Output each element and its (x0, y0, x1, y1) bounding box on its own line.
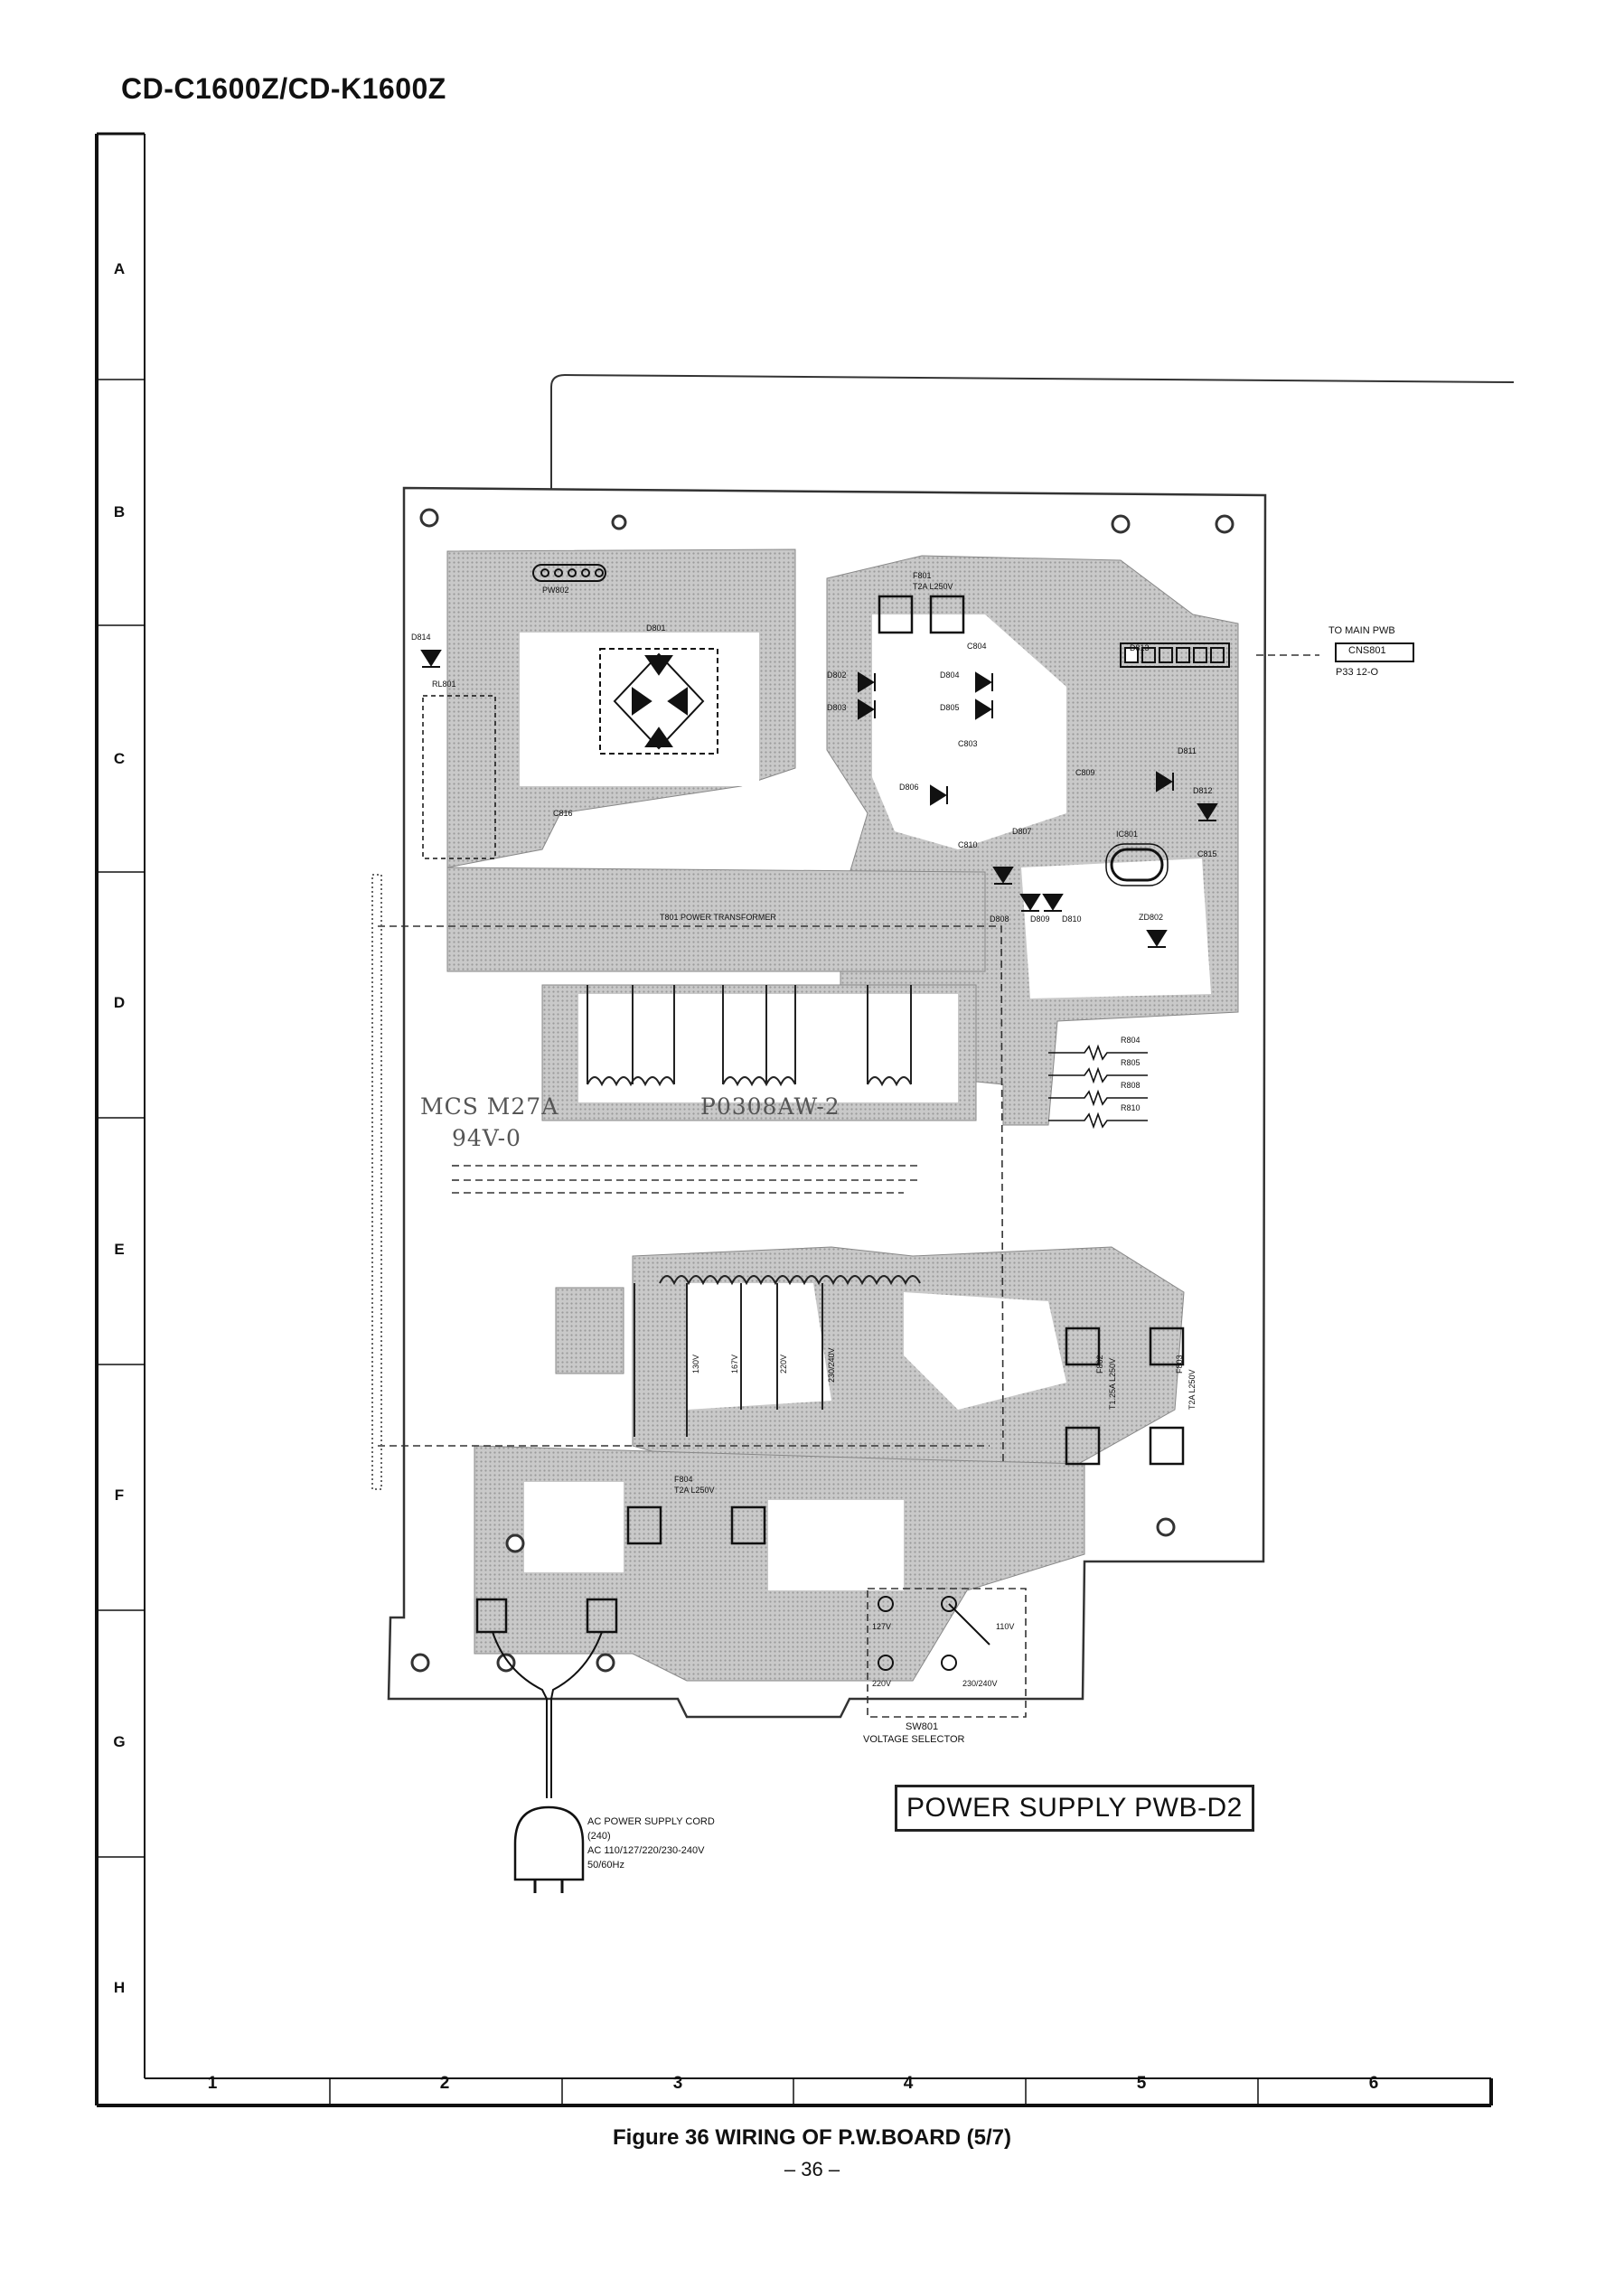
label-r808: R808 (1121, 1081, 1141, 1090)
label-sw-220v: 220V (872, 1679, 892, 1688)
relay-block (422, 695, 496, 859)
label-r805: R805 (1121, 1058, 1141, 1067)
label-c809: C809 (1075, 768, 1095, 777)
label-d802: D802 (827, 670, 847, 680)
col-label-1: 1 (207, 2074, 218, 2093)
board-title-box: POWER SUPPLY PWB-D2 (895, 1785, 1254, 1832)
ic801-package (1105, 843, 1169, 886)
label-c816: C816 (553, 809, 573, 818)
label-zd802: ZD802 (1139, 913, 1164, 922)
row-label-d: D (113, 994, 126, 1011)
label-c815: C815 (1197, 849, 1217, 858)
col-label-5: 5 (1136, 2074, 1147, 2093)
sw801-label: SW801 (906, 1721, 939, 1732)
label-f801-rating: T2A L250V (913, 582, 953, 591)
board-marking-mcs: MCS M27A (420, 1093, 559, 1120)
label-f802: F802 (1095, 1355, 1104, 1374)
label-sw-127v: 127V (872, 1622, 892, 1631)
label-f804-rating: T2A L250V (674, 1486, 715, 1495)
label-sw-230-240v: 230/240V (962, 1679, 998, 1688)
label-f801: F801 (913, 571, 932, 580)
label-f804: F804 (674, 1475, 693, 1484)
voltage-selector-label: VOLTAGE SELECTOR (863, 1734, 965, 1745)
page-frame (95, 132, 1493, 2107)
transformer-coils (587, 1076, 921, 1286)
label-tap-220v: 220V (779, 1354, 788, 1374)
model-title: CD-C1600Z/CD-K1600Z (121, 72, 446, 105)
label-d812: D812 (1193, 786, 1213, 795)
label-d806: D806 (899, 783, 919, 792)
power-cord (492, 1631, 603, 1893)
page-number: – 36 – (784, 2158, 840, 2180)
cord-label-line1: AC POWER SUPPLY CORD (587, 1816, 715, 1827)
row-label-a: A (113, 260, 126, 277)
transformer-leads (587, 985, 912, 1437)
board-marking-94v0: 94V-0 (452, 1125, 521, 1151)
to-main-pwb-label: TO MAIN PWB (1328, 625, 1395, 636)
label-d814: D814 (411, 633, 431, 642)
label-d805: D805 (940, 703, 960, 712)
label-d808: D808 (990, 914, 1009, 924)
figure-caption: Figure 36 WIRING OF P.W.BOARD (5/7) (613, 2125, 1011, 2150)
dotted-strip (371, 874, 382, 1490)
cord-label-line2: (240) (587, 1831, 611, 1842)
row-label-h: H (113, 1979, 126, 1996)
resistor-array (1048, 1044, 1148, 1130)
label-r810: R810 (1121, 1103, 1141, 1112)
cns801-label: CNS801 (1348, 645, 1386, 656)
board-marking-part-number: P0308AW-2 (700, 1093, 840, 1120)
col-label-6: 6 (1368, 2074, 1379, 2093)
label-d804: D804 (940, 670, 960, 680)
row-label-g: G (113, 1733, 126, 1750)
mounting-holes (410, 508, 1234, 1673)
label-tap-130v: 130V (691, 1354, 700, 1374)
label-pw802: PW802 (542, 586, 569, 595)
label-f803: F803 (1175, 1355, 1184, 1374)
label-tap-167v: 167V (730, 1354, 739, 1374)
label-f802-rating: T1.25A L250V (1108, 1357, 1117, 1410)
col-label-3: 3 (672, 2074, 683, 2093)
row-label-e: E (114, 1241, 125, 1258)
label-d801: D801 (646, 624, 666, 633)
label-d803: D803 (827, 703, 847, 712)
label-c804: C804 (967, 642, 987, 651)
cns801-connector (1120, 642, 1414, 668)
label-rl801: RL801 (432, 680, 456, 689)
label-sw-110v: 110V (996, 1622, 1015, 1631)
label-transformer: T801 POWER TRANSFORMER (660, 913, 776, 922)
label-d807: D807 (1012, 827, 1032, 836)
label-ic801: IC801 (1116, 830, 1139, 839)
label-d811: D811 (1178, 746, 1197, 755)
label-tap-230-240v: 230/240V (827, 1347, 836, 1383)
label-c810: C810 (958, 840, 978, 849)
pw802-connector (532, 564, 606, 582)
cord-label-line4: 50/60Hz (587, 1860, 624, 1871)
row-label-f: F (114, 1486, 125, 1504)
label-d809: D809 (1030, 914, 1050, 924)
bridge-rectifier (599, 648, 718, 755)
label-c803: C803 (958, 739, 978, 748)
col-label-4: 4 (903, 2074, 914, 2093)
label-f803-rating: T2A L250V (1187, 1369, 1197, 1410)
row-label-c: C (113, 750, 126, 767)
rectifier-diodes (420, 650, 1218, 948)
label-d810: D810 (1062, 914, 1082, 924)
jumper-lines (378, 654, 1319, 1718)
sw801-switch (878, 1596, 990, 1671)
row-label-b: B (113, 503, 126, 520)
cord-label-line3: AC 110/127/220/230-240V (587, 1845, 705, 1856)
p33-label: P33 12-O (1336, 667, 1379, 678)
col-label-2: 2 (439, 2074, 450, 2093)
label-d813: D813 (1130, 643, 1150, 652)
fuse-holders (626, 595, 1185, 1545)
label-r804: R804 (1121, 1036, 1141, 1045)
harness-wire (550, 373, 1515, 569)
